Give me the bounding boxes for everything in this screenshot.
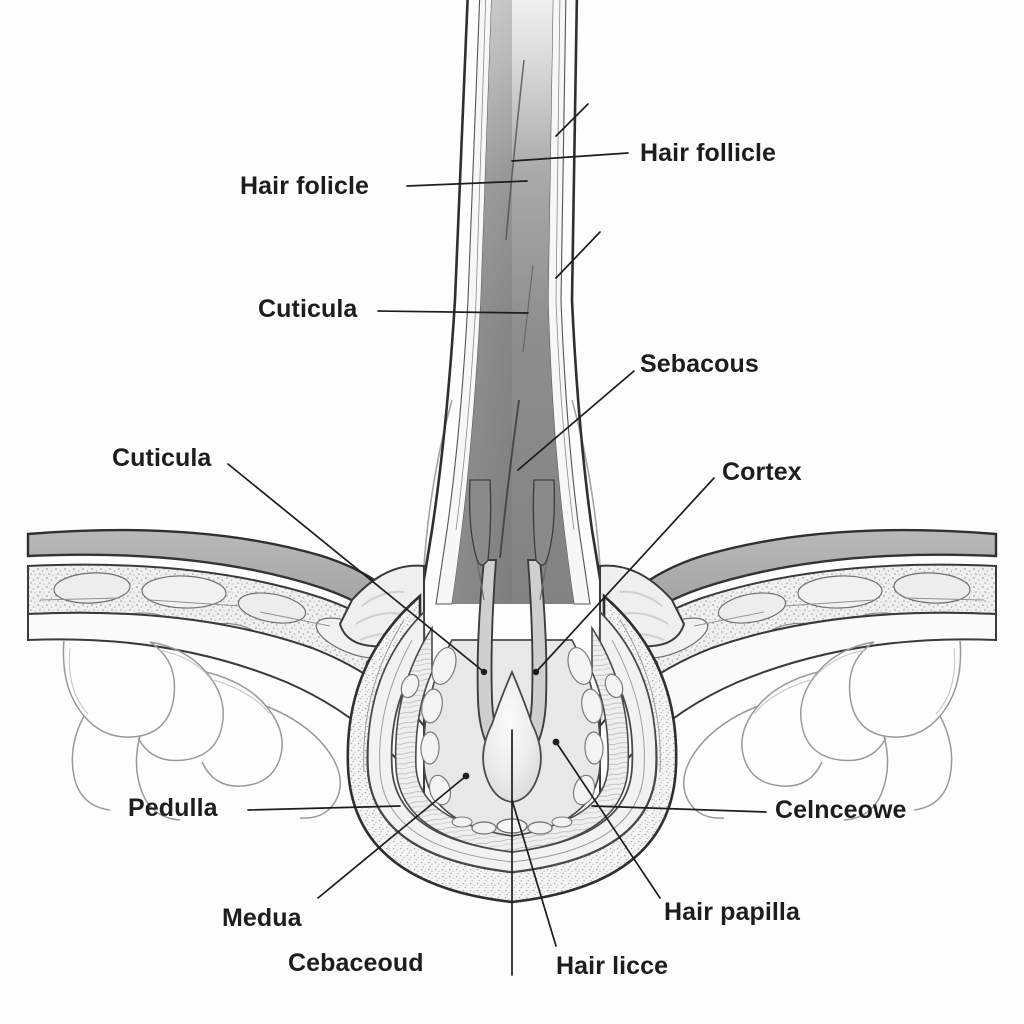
hair-shaft-group: [418, 0, 606, 605]
leader-hair-follicle-right: [511, 152, 629, 162]
shaft-prong-left: [468, 479, 492, 566]
fat-cells-right: [683, 639, 962, 821]
leader-medua: [317, 775, 467, 899]
shaft-guide-right: [555, 0, 575, 531]
leader-cuticula-upper: [377, 310, 529, 314]
label-pedulla: Pedulla: [128, 794, 218, 822]
leader-cuticula-lower: [227, 463, 485, 673]
leader-hair-papilla: [555, 741, 661, 899]
leader-pedulla: [247, 805, 401, 811]
label-medua: Medua: [222, 904, 302, 932]
leader-dot-hair-papilla: [552, 738, 560, 746]
leader-hair-folicle-left: [406, 180, 528, 187]
label-hair-follicle-right: Hair follicle: [640, 139, 777, 167]
shaft-medulla-line-1: [505, 59, 525, 241]
label-sebacous: Sebacous: [640, 350, 759, 378]
label-celnceowe: Celnceowe: [775, 796, 907, 824]
fat-cells-left: [62, 639, 341, 821]
shaft-medulla-line-3: [522, 264, 534, 353]
shaft-medulla-line-2: [499, 399, 520, 559]
shaft-cortex-shadow: [452, 0, 512, 604]
label-cortex: Cortex: [722, 458, 802, 486]
leader-sebacous: [517, 370, 635, 471]
leader-tick-upper-top: [555, 103, 589, 137]
fat-cells-right-inner: [753, 647, 956, 715]
bulb-contours: [363, 619, 661, 863]
label-hair-licce: Hair licce: [556, 952, 669, 980]
leader-celnceowe: [591, 805, 767, 813]
fat-cells-left-inner: [68, 647, 271, 715]
leader-dot-cortex: [532, 668, 540, 676]
leader-tick-upper-right: [555, 231, 601, 279]
leader-cortex: [535, 477, 715, 673]
shaft-prong-right: [532, 479, 556, 566]
bulb-vessels: [400, 647, 624, 806]
leader-dot-medua: [462, 772, 470, 780]
label-hair-folicle-left: Hair folicle: [240, 172, 370, 200]
neck-walls: [423, 399, 601, 567]
follicle-neck: [423, 399, 601, 601]
label-hair-papilla: Hair papilla: [664, 898, 800, 926]
leader-hair-licce: [511, 799, 557, 947]
bulb-outer-root-sheath: [366, 609, 658, 873]
bulb-inner-root-sheath: [394, 625, 630, 853]
label-cebaceoud: Cebaceoud: [288, 949, 424, 977]
leader-dot-cuticula-lower: [480, 668, 488, 676]
leader-lines: [227, 103, 767, 976]
label-cuticula-upper: Cuticula: [258, 295, 358, 323]
shaft-guide-left: [455, 0, 487, 531]
leader-dots: [462, 668, 560, 780]
label-cuticula-lower: Cuticula: [112, 444, 212, 472]
